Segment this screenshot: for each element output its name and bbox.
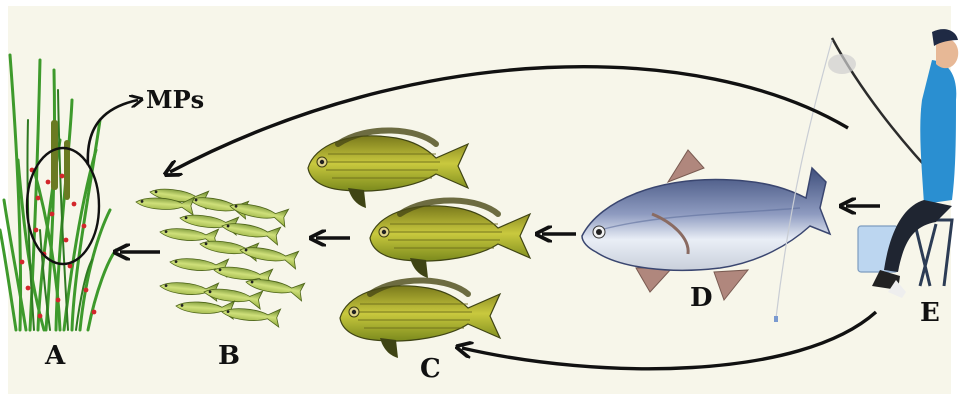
label-c: C [420, 356, 441, 382]
large-fish-icon [582, 150, 830, 300]
fisherman-icon [774, 29, 958, 322]
label-a: A [45, 343, 65, 369]
label-d: D [690, 285, 713, 311]
label-e: E [920, 300, 940, 326]
label-b: B [218, 343, 240, 369]
mps-label: MPs [146, 88, 204, 112]
arrow-e-to-c [462, 312, 876, 369]
arrow-e-to-a [170, 67, 848, 172]
striped-fish-icon [308, 130, 530, 358]
small-fish-school-icon [135, 183, 304, 327]
